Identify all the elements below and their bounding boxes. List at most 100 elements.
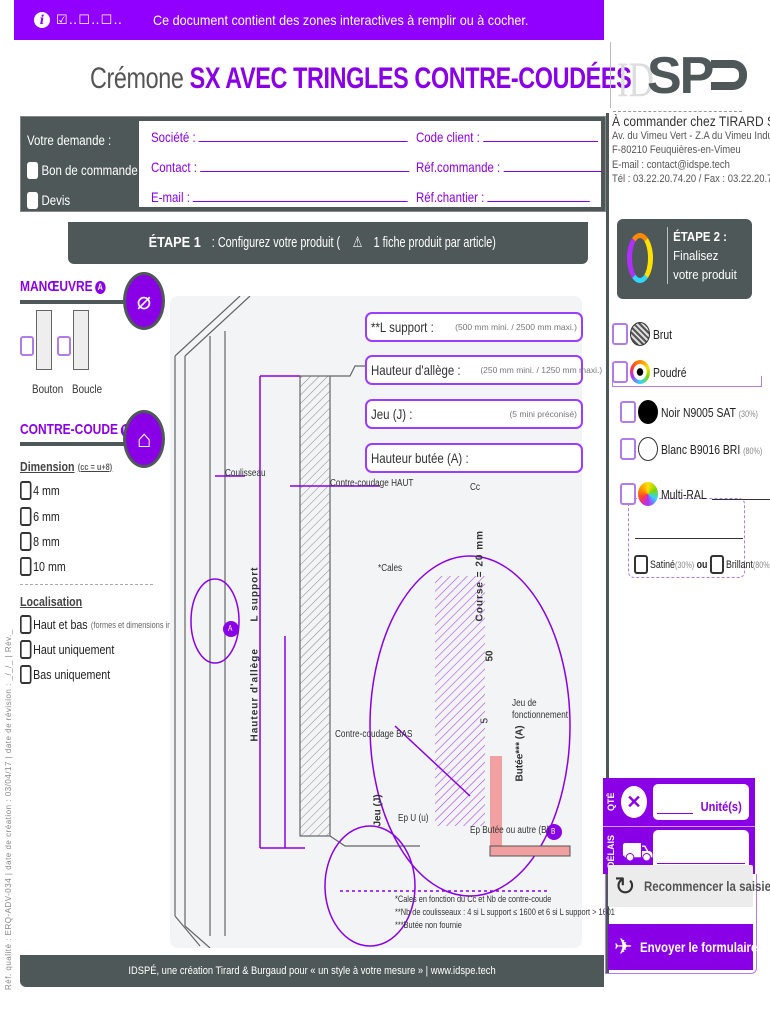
checkbox[interactable] <box>20 640 32 659</box>
localisation-bas[interactable]: Bas uniquement <box>20 665 110 684</box>
dimension-10mm[interactable]: 10 mm <box>20 557 66 576</box>
title-main: SX AVEC TRINGLES CONTRE-COUDÉES <box>189 62 632 95</box>
code-client-input[interactable] <box>483 130 598 142</box>
checkbox[interactable] <box>20 557 32 576</box>
email-field[interactable]: E-mail : <box>151 189 408 205</box>
option-label: Haut uniquement <box>33 642 115 657</box>
dimension-4mm[interactable]: 4 mm <box>20 481 60 500</box>
step2-label: ÉTAPE 2 : <box>673 229 727 244</box>
dimension-label: Dimension(cc = u+8) <box>20 459 112 474</box>
course-label: Course = 20 mm <box>474 529 486 622</box>
option-label: Devis <box>41 192 71 208</box>
societe-input[interactable] <box>198 130 408 142</box>
field-label: Contact : <box>151 159 197 175</box>
five-label: 5 <box>479 717 491 724</box>
checkbox[interactable] <box>20 481 32 500</box>
ref-chantier-field[interactable]: Réf.chantier : <box>416 189 590 205</box>
quantity-delay-panel: QTÉ ✕ Unité(s) DÉLAIS ⛟ <box>603 778 755 874</box>
delay-line[interactable] <box>657 852 745 864</box>
ref-commande-field[interactable]: Réf.commande : <box>416 159 602 175</box>
contre-coudage-haut-label: Contre-coudage HAUT <box>330 478 414 489</box>
satine-checkbox[interactable] <box>634 555 648 574</box>
butee-block <box>490 756 502 856</box>
multiral-input[interactable] <box>712 488 770 500</box>
field-label: E-mail : <box>151 189 190 205</box>
bouton-checkbox[interactable] <box>20 336 34 356</box>
l-support-input[interactable]: **L support :(500 mm mini. / 2500 mm max… <box>365 312 583 342</box>
checkbox[interactable] <box>620 483 636 505</box>
brillant-checkbox[interactable] <box>709 555 724 574</box>
gloss-options: Satiné(30%) ou Brillant(80%) <box>634 555 770 574</box>
email-input[interactable] <box>193 190 408 202</box>
butee-label: Butée*** (A) <box>514 725 526 782</box>
hauteur-allege-label: Hauteur d'allège <box>249 648 261 742</box>
checkbox[interactable] <box>620 438 636 460</box>
boucle-checkbox[interactable] <box>57 336 71 356</box>
l-support-label: L support <box>249 566 261 622</box>
marker-a: A <box>228 624 233 633</box>
multiral-frame <box>628 498 745 578</box>
jeu-j-label: Jeu (J) <box>372 794 384 827</box>
checkbox[interactable] <box>20 532 32 551</box>
checkbox[interactable] <box>27 161 39 179</box>
ep-u-label: Ep U (u) <box>398 813 429 824</box>
option-hint: (formes et dimensions indentique) <box>90 619 203 630</box>
multiply-icon: ✕ <box>621 786 647 818</box>
ref-chantier-input[interactable] <box>487 190 590 202</box>
finish-multiral[interactable]: Multi-RAL <box>620 482 770 506</box>
finish-brut[interactable]: Brut <box>612 322 677 346</box>
societe-field[interactable]: Société : <box>151 129 408 145</box>
checkbox[interactable] <box>612 361 628 383</box>
quantity-input[interactable]: Unité(s) <box>653 784 749 820</box>
actions-frame <box>605 874 757 974</box>
code-client-field[interactable]: Code client : <box>416 129 598 145</box>
field-label: Code client : <box>416 129 480 145</box>
checkbox[interactable] <box>20 615 32 634</box>
reset-button[interactable]: ↻ Recommencer la saisie <box>608 865 770 907</box>
send-button[interactable]: ✈ Envoyer le formulaire <box>608 924 758 970</box>
hauteur-allege-input[interactable]: Hauteur d'allège :(250 mm mini. / 1250 m… <box>365 355 602 385</box>
input-label: Jeu (J) : <box>371 406 413 422</box>
step1-header: ÉTAPE 1 : Configurez votre produit (⚠ 1 … <box>68 222 588 264</box>
hauteur-butee-input[interactable]: Hauteur butée (A) : <box>365 443 583 473</box>
request-type: Votre demande : Bon de commande Devis <box>27 125 138 215</box>
option-devis[interactable]: Devis <box>27 185 138 215</box>
option-bon-de-commande[interactable]: Bon de commande <box>27 155 138 185</box>
multiral-swatch-icon <box>638 482 658 506</box>
checkbox[interactable] <box>20 507 32 526</box>
idspe-logo: ID SP <box>610 42 748 112</box>
contre-coudage-bas-label: Contre-coudage BAS <box>335 729 413 740</box>
checkbox[interactable] <box>620 401 636 423</box>
checkbox[interactable] <box>612 323 628 345</box>
wall-section <box>299 375 331 837</box>
dimension-8mm[interactable]: 8 mm <box>20 532 60 551</box>
company-phone: Tél : 03.22.20.74.20 / Fax : 03.22.20.74… <box>612 173 770 185</box>
localisation-haut[interactable]: Haut uniquement <box>20 640 114 659</box>
option-label: Blanc B9016 BRI <box>661 441 741 457</box>
jeu-input[interactable]: Jeu (J) :(5 mini préconisé) <box>365 399 583 429</box>
checkbox[interactable] <box>20 665 32 684</box>
multiral-input-line-2[interactable] <box>635 538 743 539</box>
ref-commande-input[interactable] <box>503 160 602 172</box>
cc-label: Cc <box>470 482 481 493</box>
contact-field[interactable]: Contact : <box>151 159 410 175</box>
badge-a: A <box>95 280 106 294</box>
window-frame-bottom <box>174 915 211 948</box>
option-label: 6 mm <box>33 509 60 524</box>
contact-input[interactable] <box>200 160 410 172</box>
finish-noir[interactable]: Noir N9005 SAT (30%) <box>620 400 770 424</box>
refresh-icon: ↻ <box>614 870 636 901</box>
customer-form: Société : Contact : E-mail : Code client… <box>139 121 602 207</box>
company-address: Av. du Vimeu Vert - Z.A du Vimeu Industr… <box>612 129 770 142</box>
detail-a-circle <box>190 578 240 664</box>
finish-blanc[interactable]: Blanc B9016 BRI (80%) <box>620 437 770 461</box>
checkbox[interactable] <box>27 191 39 209</box>
request-panel: Votre demande : Bon de commande Devis So… <box>20 116 606 212</box>
localisation-haut-et-bas[interactable]: Haut et bas(formes et dimensions indenti… <box>20 615 202 634</box>
finish-poudre[interactable]: Poudré <box>612 360 695 384</box>
contre-coude-title: CONTRE-COUDEB <box>20 421 131 438</box>
marker-b-dot <box>546 824 562 840</box>
footer: IDSPÉ, une création Tirard & Burgaud pou… <box>20 955 604 987</box>
quantity-line[interactable] <box>657 802 693 814</box>
dimension-6mm[interactable]: 6 mm <box>20 507 60 526</box>
